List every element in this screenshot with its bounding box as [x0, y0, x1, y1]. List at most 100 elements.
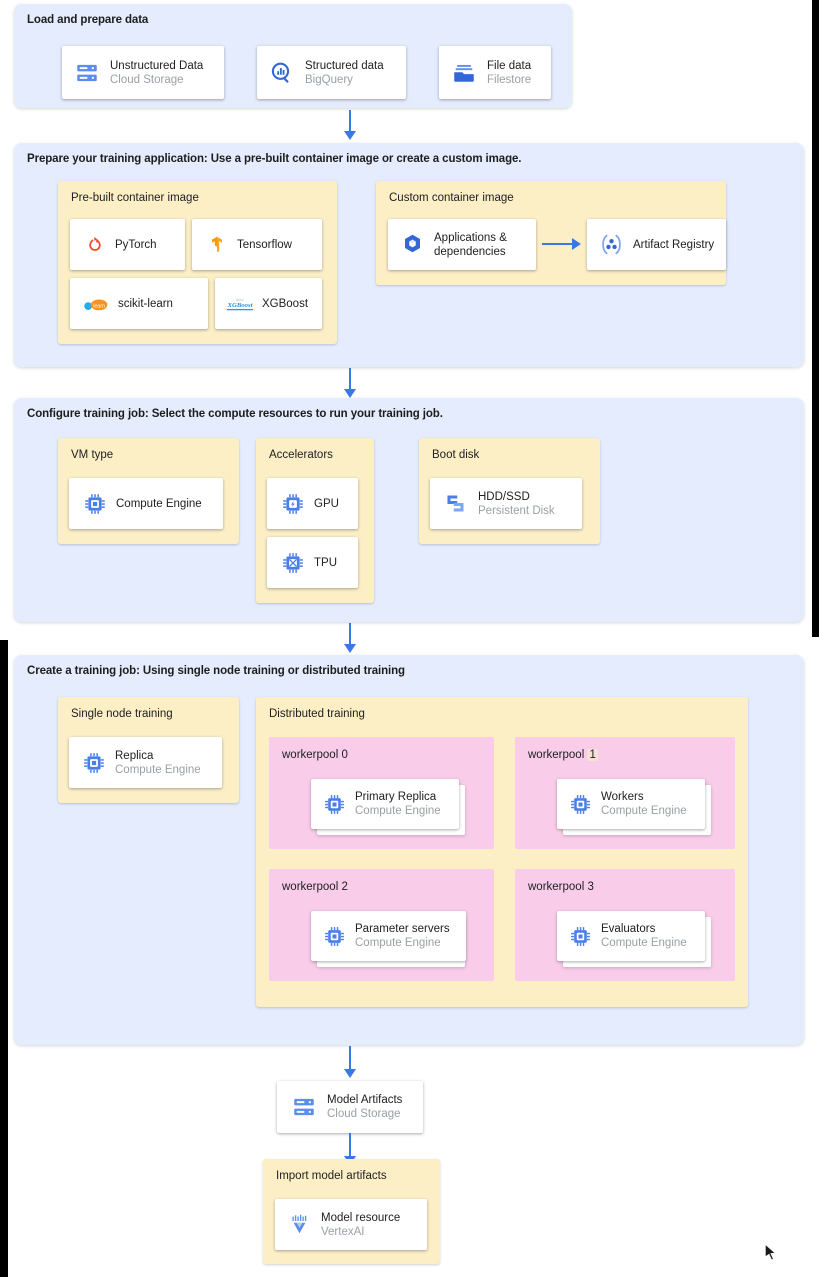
card-primary-replica[interactable]: Primary Replica Compute Engine [311, 779, 459, 829]
pool-label-prefix: workerpool [282, 881, 339, 893]
card-subtitle: Compute Engine [115, 763, 201, 776]
card-title: Tensorflow [237, 238, 292, 251]
card-unstructured-data[interactable]: Unstructured Data Cloud Storage [62, 46, 224, 99]
stage-title: Prepare your training application: Use a… [27, 153, 522, 165]
card-title: scikit-learn [118, 297, 173, 310]
arrow-configure-to-create [343, 623, 357, 653]
group-title: Accelerators [269, 449, 333, 461]
arrow-create-to-model-artifacts [343, 1046, 357, 1078]
card-subtitle: Compute Engine [355, 805, 441, 817]
card-title: Evaluators [601, 923, 656, 935]
stage-prepare-training-application: Prepare your training application: Use a… [14, 143, 804, 367]
svg-text:XGBoost: XGBoost [227, 302, 254, 309]
cpu-chip-icon [323, 793, 346, 816]
card-text: TPU [314, 556, 337, 570]
pool-label-prefix: workerpool [528, 881, 585, 893]
card-text: Tensorflow [237, 238, 292, 252]
group-boot-disk: Boot disk HDD/SSD Persistent Disk [419, 438, 600, 544]
group-title: Pre-built container image [71, 192, 199, 204]
card-title: Primary Replica [355, 791, 437, 803]
stage-title: Configure training job: Select the compu… [27, 408, 443, 420]
tensorflow-icon [206, 234, 228, 256]
group-title: VM type [71, 449, 114, 461]
group-title: Boot disk [432, 449, 480, 461]
stage-create-training-job: Create a training job: Using single node… [14, 655, 804, 1045]
card-model-artifacts[interactable]: Model Artifacts Cloud Storage [277, 1081, 423, 1133]
card-gpu[interactable]: GPU [267, 478, 358, 529]
tpu-chip-icon [281, 551, 305, 575]
card-subtitle: Compute Engine [355, 937, 441, 949]
xgboost-icon: dmlc XGBoost [225, 294, 255, 314]
card-pytorch[interactable]: PyTorch [70, 219, 185, 270]
stage-configure-training-job: Configure training job: Select the compu… [14, 398, 804, 622]
card-subtitle: Filestore [487, 73, 532, 86]
card-title: Compute Engine [116, 497, 202, 510]
pool-title: workerpool 1 [528, 749, 598, 761]
card-applications-and-dependencies[interactable]: Applications & dependencies [388, 219, 536, 270]
container-package-icon [400, 232, 425, 257]
pool-workerpool-0: workerpool 0 [269, 737, 494, 849]
card-model-resource[interactable]: Model resource VertexAI [275, 1199, 427, 1250]
group-distributed-training: Distributed training workerpool 0 [256, 697, 748, 1007]
artifact-registry-icon [599, 232, 624, 257]
card-artifact-registry[interactable]: Artifact Registry [587, 219, 726, 270]
group-pre-built-container-image: Pre-built container image PyTorch [58, 181, 337, 344]
group-custom-container-image: Custom container image Applications & de… [376, 181, 726, 285]
card-tensorflow[interactable]: Tensorflow [192, 219, 322, 270]
group-import-model-artifacts: Import model artifacts Model resource Ve… [263, 1159, 440, 1264]
card-title: HDD/SSD [478, 490, 530, 503]
card-text: scikit-learn [118, 297, 173, 311]
card-title: File data [487, 59, 532, 72]
svg-text:dmlc: dmlc [236, 297, 244, 301]
card-title: GPU [314, 497, 339, 510]
card-text: Applications & dependencies [434, 231, 507, 259]
cpu-chip-icon [569, 793, 592, 816]
card-file-data[interactable]: File data Filestore [439, 46, 551, 99]
card-scikit-learn[interactable]: learn scikit-learn [70, 278, 208, 329]
card-xgboost[interactable]: dmlc XGBoost XGBoost [215, 278, 322, 329]
card-replica[interactable]: Replica Compute Engine [69, 737, 222, 788]
card-title: Model Artifacts [327, 1094, 403, 1106]
card-text: Compute Engine [116, 497, 202, 511]
card-subtitle: Cloud Storage [327, 1108, 401, 1120]
card-title: Workers [601, 791, 644, 803]
card-title: Parameter servers [355, 923, 450, 935]
card-structured-data[interactable]: Structured data BigQuery [257, 46, 406, 99]
pool-label-index: 2 [341, 881, 348, 893]
stage-load-and-prepare-data: Load and prepare data Unstructured Data … [14, 4, 572, 108]
pool-workerpool-3: workerpool 3 [515, 869, 735, 981]
card-parameter-servers[interactable]: Parameter servers Compute Engine [311, 911, 466, 961]
bigquery-icon [269, 60, 295, 86]
page-left-band [0, 640, 8, 1277]
group-accelerators: Accelerators GPU [256, 438, 374, 603]
card-title: Replica [115, 749, 154, 762]
svg-text:learn: learn [93, 303, 105, 309]
card-subtitle: BigQuery [305, 73, 353, 86]
pytorch-icon [84, 234, 106, 256]
card-subtitle: VertexAI [321, 1225, 365, 1238]
card-text: Model Artifacts Cloud Storage [327, 1093, 402, 1121]
filestore-icon [451, 60, 477, 86]
pool-label-prefix: workerpool [528, 749, 585, 761]
card-text: HDD/SSD Persistent Disk [478, 490, 555, 518]
card-title: Structured data [305, 59, 384, 72]
card-compute-engine-vm[interactable]: Compute Engine [69, 478, 223, 529]
pool-label-prefix: workerpool [282, 749, 339, 761]
card-subtitle: Cloud Storage [110, 73, 184, 86]
card-text: Workers Compute Engine [601, 790, 687, 818]
pool-title: workerpool 3 [528, 881, 594, 893]
card-text: Unstructured Data Cloud Storage [110, 59, 203, 87]
card-persistent-disk[interactable]: HDD/SSD Persistent Disk [430, 478, 582, 529]
persistent-disk-icon [443, 491, 468, 516]
card-subtitle: Compute Engine [601, 937, 687, 949]
card-evaluators[interactable]: Evaluators Compute Engine [557, 911, 705, 961]
card-title: XGBoost [262, 297, 309, 310]
card-text: Model resource VertexAI [321, 1211, 400, 1239]
group-vm-type: VM type Compute E [58, 438, 239, 544]
cpu-chip-icon [83, 492, 107, 516]
card-workers[interactable]: Workers Compute Engine [557, 779, 705, 829]
cloud-storage-icon [291, 1094, 317, 1120]
group-title: Single node training [71, 708, 173, 720]
card-tpu[interactable]: TPU [267, 537, 358, 588]
pool-label-index: 1 [587, 749, 598, 761]
